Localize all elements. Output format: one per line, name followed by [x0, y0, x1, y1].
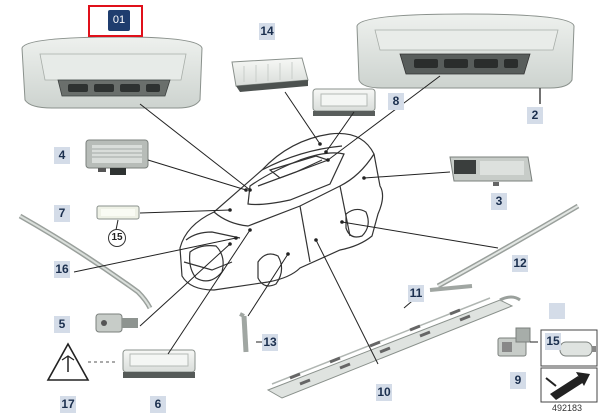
- callout-7[interactable]: 7: [54, 205, 70, 222]
- socket-9[interactable]: [497, 327, 531, 357]
- callout-9[interactable]: 9: [510, 372, 526, 389]
- callout-10[interactable]: 10: [376, 384, 392, 401]
- selected-item-frame[interactable]: [88, 5, 143, 37]
- callout-11[interactable]: 11: [408, 285, 424, 302]
- connector-5[interactable]: [95, 313, 138, 333]
- reading-light-8[interactable]: [312, 88, 376, 116]
- callout-2[interactable]: 2: [527, 107, 543, 124]
- tool-arrow-icon: [545, 372, 590, 400]
- sill-strip-10-11[interactable]: [266, 284, 521, 399]
- callout-5[interactable]: 5: [54, 316, 70, 333]
- selected-item-label[interactable]: 01: [108, 10, 130, 31]
- front-roof-console[interactable]: [21, 36, 203, 109]
- callout-15[interactable]: 15: [545, 333, 561, 350]
- callout-16[interactable]: 16: [54, 261, 70, 278]
- diagram-id: 492183: [552, 403, 583, 413]
- callout-13[interactable]: 13: [262, 334, 278, 351]
- luggage-light-6[interactable]: [122, 349, 196, 378]
- callout-8[interactable]: 8: [388, 93, 404, 110]
- clip-13[interactable]: [239, 312, 249, 353]
- trim-strip-12[interactable]: [436, 203, 580, 289]
- callout-12[interactable]: 12: [512, 255, 528, 272]
- interior-light-14[interactable]: [231, 57, 309, 92]
- vanity-light-4[interactable]: [85, 139, 149, 175]
- callout-14[interactable]: 14: [259, 23, 275, 40]
- vehicle-outline: [179, 132, 384, 291]
- footwell-light-3[interactable]: [449, 156, 533, 186]
- overhead-console-2[interactable]: [356, 13, 575, 104]
- callout-4[interactable]: 4: [54, 147, 70, 164]
- leader-dots: [228, 142, 366, 256]
- callout-17[interactable]: 17: [60, 396, 76, 413]
- battery-15: [559, 341, 596, 357]
- callout-6[interactable]: 6: [150, 396, 166, 413]
- legend-color-square: [549, 303, 565, 319]
- small-light-7[interactable]: [96, 205, 140, 220]
- circled-callout-15[interactable]: 15: [108, 229, 126, 247]
- leader-lines: [73, 75, 538, 365]
- legend-box-arrow: [540, 367, 598, 403]
- trim-strip-16[interactable]: [18, 213, 153, 310]
- warning-triangle-17: [46, 342, 118, 381]
- callout-3[interactable]: 3: [491, 193, 507, 210]
- legend-box-15: [540, 329, 598, 367]
